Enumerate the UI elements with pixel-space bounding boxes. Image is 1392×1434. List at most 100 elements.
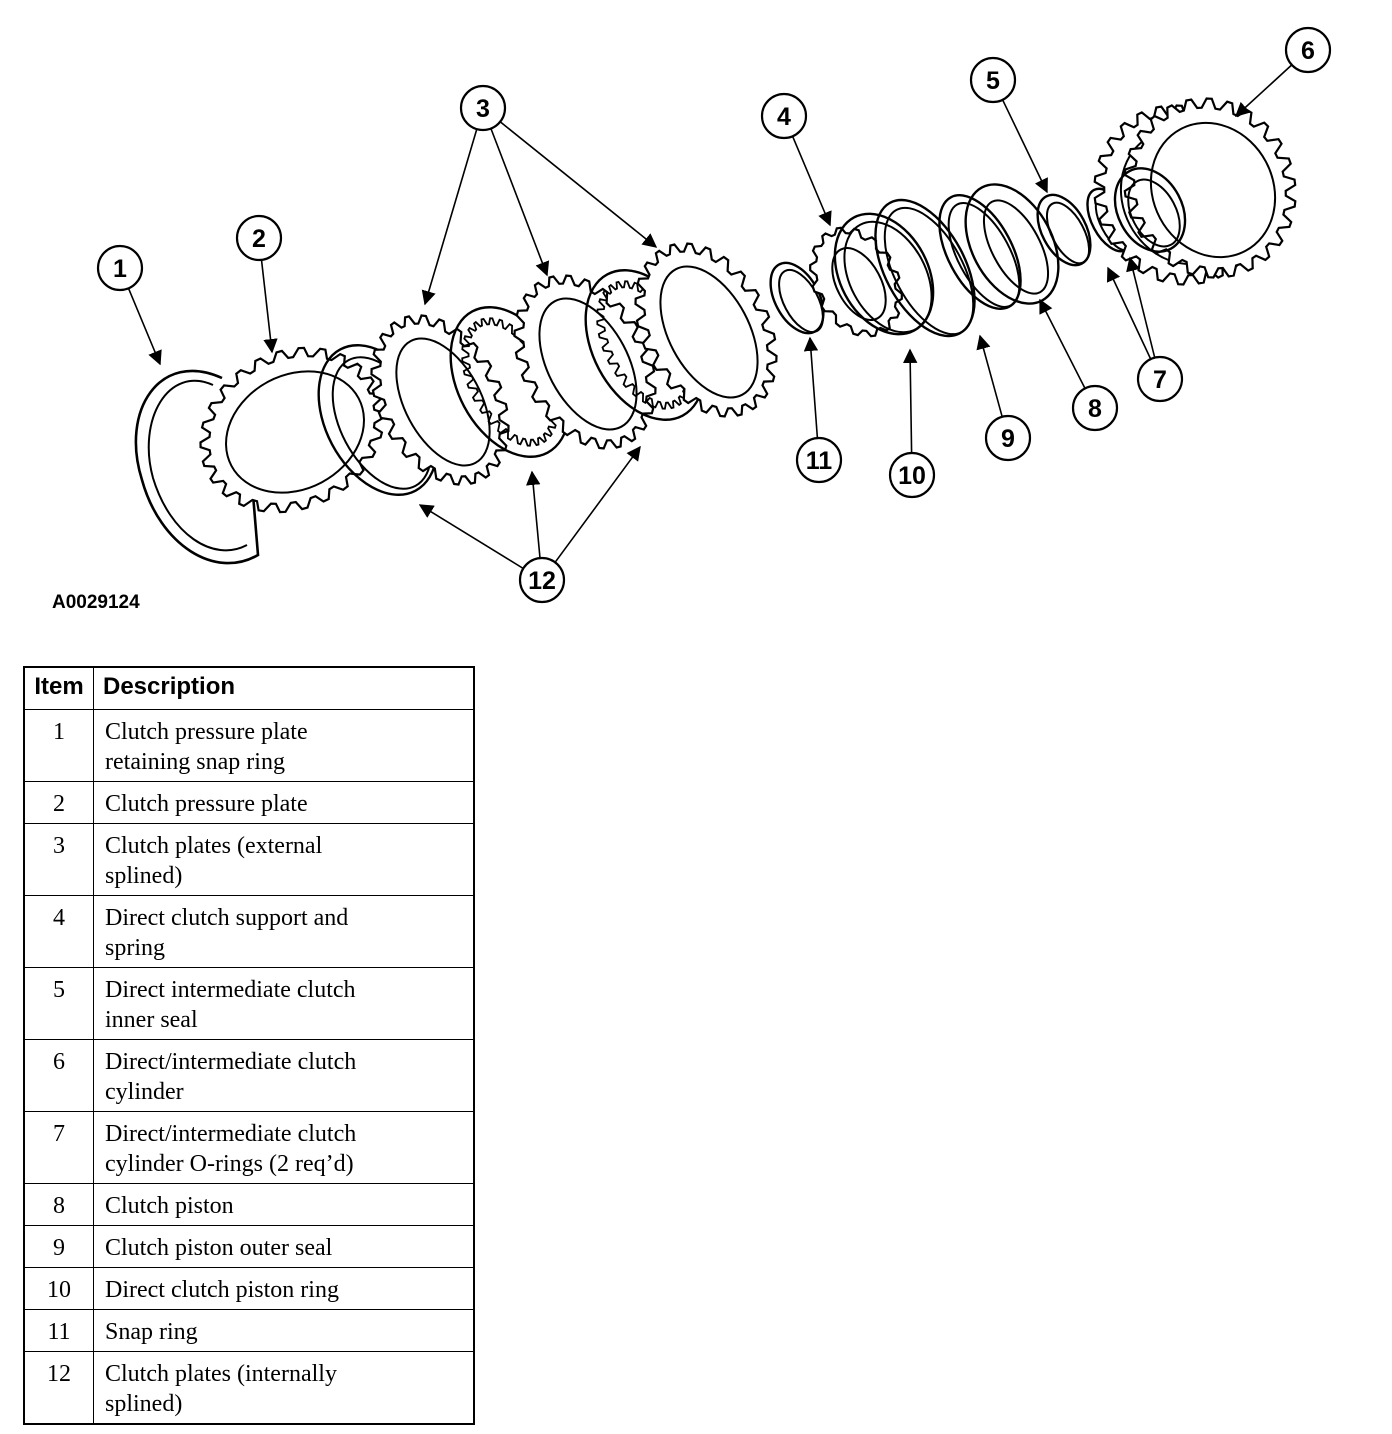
callout-label: 6 — [1301, 37, 1315, 65]
callout-circle — [1284, 26, 1332, 74]
callout-label: 10 — [898, 462, 926, 490]
description-line: Clutch pressure plate — [105, 791, 308, 817]
snap-ring-1-inner — [147, 379, 248, 552]
callout-9: 9 — [984, 414, 1032, 462]
item-number: 8 — [23, 1183, 94, 1226]
description-line: Snap ring — [105, 1319, 198, 1345]
leader-line — [791, 135, 832, 227]
clutch-piston-8-inner — [982, 199, 1050, 295]
external-plate-3c-teeth — [634, 242, 778, 418]
item-description: Clutch plates (internally splined) — [93, 1351, 475, 1425]
item-number: 6 — [23, 1039, 94, 1112]
item-number: 1 — [23, 709, 94, 782]
leader-line — [1106, 266, 1152, 360]
external-plate-3b-bore — [538, 297, 638, 431]
leader-line — [1234, 64, 1293, 117]
callout-8: 8 — [1071, 384, 1119, 432]
description-line: Clutch piston — [105, 1193, 234, 1219]
callout-circle — [459, 84, 507, 132]
table-row: 11 Snap ring — [23, 1309, 475, 1352]
callout-circle — [235, 214, 283, 262]
external-plate-3c-bore — [659, 265, 759, 399]
item-description: Clutch pressure plate — [93, 781, 475, 824]
leader-line — [421, 128, 478, 306]
item-number: 4 — [23, 895, 94, 968]
callout-circle — [888, 451, 936, 499]
callout-label: 1 — [113, 255, 127, 283]
item-number: 11 — [23, 1309, 94, 1352]
description-line: splined) — [105, 863, 183, 889]
external-plate-3a-teeth — [370, 314, 510, 486]
leader-line — [1126, 256, 1156, 358]
item-description: Direct clutch piston ring — [93, 1267, 475, 1310]
callout-circle — [795, 436, 843, 484]
leader-line — [418, 504, 524, 570]
item-number: 3 — [23, 823, 94, 896]
description-line: spring — [105, 935, 165, 961]
description-line: cylinder — [105, 1079, 184, 1105]
item-description: Direct clutch support and spring — [93, 895, 475, 968]
inner-seal-5-outer — [1036, 193, 1092, 267]
external-plate-3a-bore — [395, 337, 491, 467]
description-line: inner seal — [105, 1007, 198, 1033]
leader-line — [1039, 298, 1086, 389]
description-line: Clutch pressure plate — [105, 719, 308, 745]
clutch-cylinder-6-hub-inner — [1127, 178, 1181, 248]
callout-5: 5 — [969, 56, 1017, 104]
leader-lines — [127, 64, 1293, 570]
item-number: 5 — [23, 967, 94, 1040]
callout-label: 2 — [252, 225, 266, 253]
item-number: 2 — [23, 781, 94, 824]
description-line: splined) — [105, 1391, 183, 1417]
description-line: Direct clutch support and — [105, 905, 349, 931]
table-row: 6 Direct/intermediate clutch cylinder — [23, 1039, 475, 1112]
item-description: Direct/intermediate clutch cylinder — [93, 1039, 475, 1112]
pressure-plate-2-bore — [225, 370, 365, 494]
description-line: Direct/intermediate clutch — [105, 1121, 357, 1147]
description-line: Clutch plates (internally — [105, 1361, 337, 1387]
callout-label: 8 — [1088, 395, 1102, 423]
item-number: 9 — [23, 1225, 94, 1268]
leader-line — [903, 348, 918, 454]
description-line: Direct/intermediate clutch — [105, 1049, 357, 1075]
description-column-header: Description — [93, 666, 475, 710]
description-line: cylinder O-rings (2 req’d) — [105, 1151, 354, 1177]
item-number: 7 — [23, 1111, 94, 1184]
description-line: Clutch plates (external — [105, 833, 323, 859]
callout-label: 3 — [476, 95, 490, 123]
leader-line — [127, 287, 162, 366]
callout-4: 4 — [760, 92, 808, 140]
callout-label: 9 — [1001, 425, 1015, 453]
clutch-cylinder-6-hub-outer — [1113, 167, 1187, 253]
item-description: Clutch plates (external splined) — [93, 823, 475, 896]
callout-circle — [1071, 384, 1119, 432]
callout-circle — [969, 56, 1017, 104]
callout-circle — [1136, 355, 1184, 403]
item-description: Clutch piston outer seal — [93, 1225, 475, 1268]
leader-line — [554, 445, 641, 563]
piston-ring-10-inner — [883, 206, 975, 336]
parts-layer — [134, 97, 1297, 565]
leader-line — [260, 259, 278, 354]
leader-line — [976, 334, 1003, 418]
callout-11: 11 — [795, 436, 843, 484]
leader-line — [526, 470, 541, 559]
callout-label: 5 — [986, 67, 1000, 95]
leader-line — [499, 121, 658, 248]
item-description: Snap ring — [93, 1309, 475, 1352]
callout-1: 1 — [96, 244, 144, 292]
callout-label: 11 — [806, 447, 833, 475]
callout-12: 12 — [518, 556, 566, 604]
table-row: 3 Clutch plates (external splined) — [23, 823, 475, 896]
table-header-row: Item Description — [23, 666, 475, 710]
item-column-header: Item — [23, 666, 94, 710]
table-row: 7 Direct/intermediate clutch cylinder O-ri… — [23, 1111, 475, 1184]
leader-line — [490, 128, 550, 277]
